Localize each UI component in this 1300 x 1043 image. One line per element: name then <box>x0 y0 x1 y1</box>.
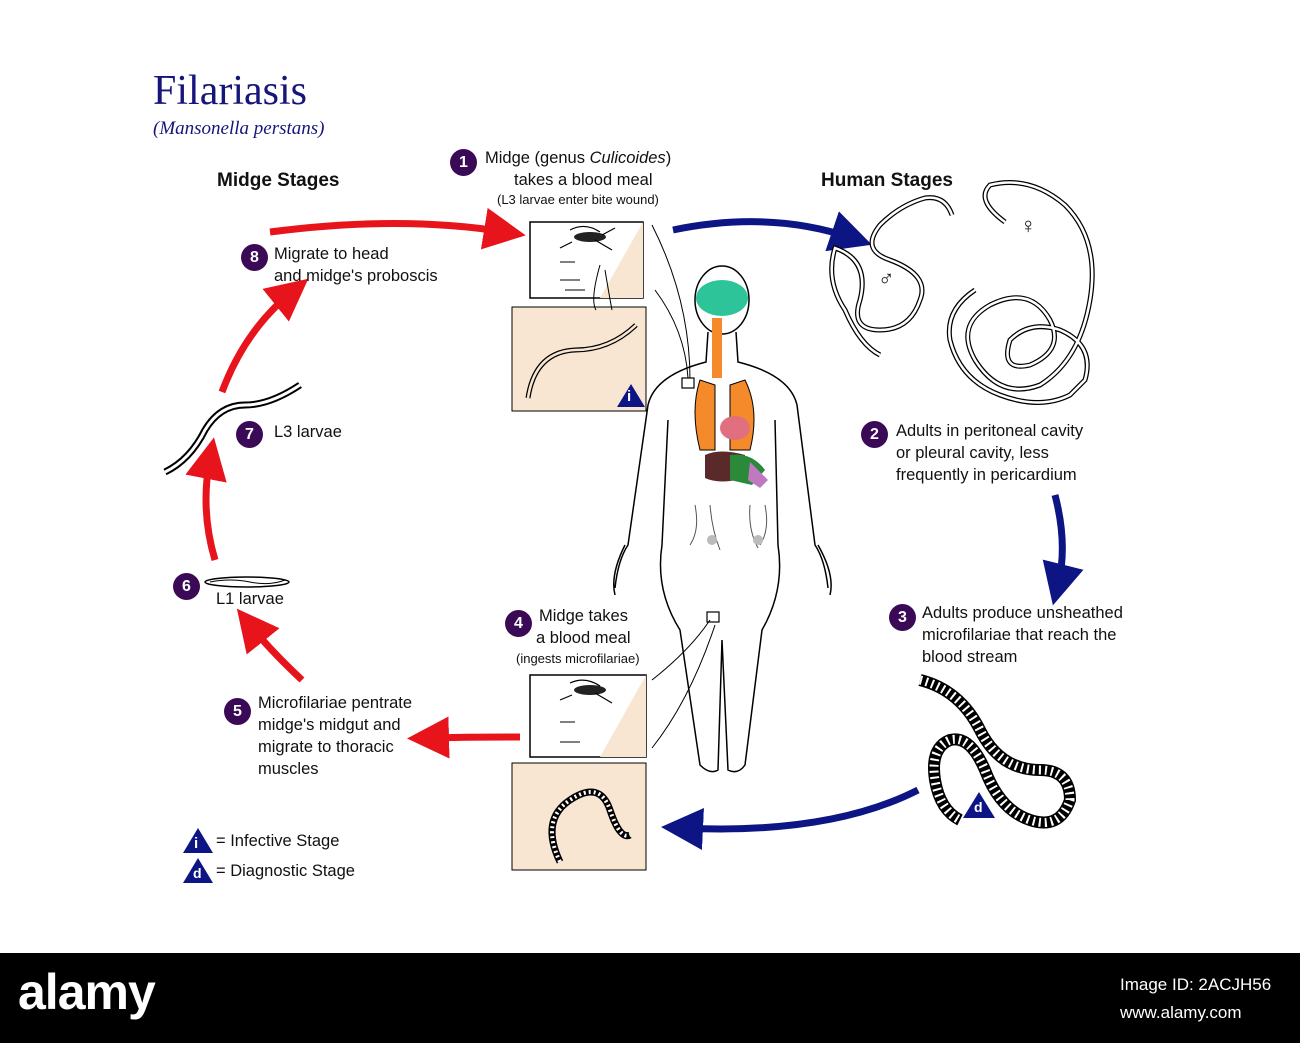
legend-infective-symbol: i <box>194 835 199 852</box>
step-4-line1: Midge takes <box>539 607 628 625</box>
step-7-label: L3 larvae <box>274 423 342 441</box>
step-4-note: (ingests microfilariae) <box>516 651 640 666</box>
step-5-line2: midge's midgut and <box>258 716 401 734</box>
step-2-line2: or pleural cavity, less <box>896 444 1049 462</box>
image-id-text: Image ID: 2ACJH56 <box>1120 975 1272 994</box>
microfilaria-bloodstream <box>918 674 1077 829</box>
step-8-number: 8 <box>241 244 268 271</box>
midge-bite-panel-top <box>529 221 644 299</box>
step-3-line2: microfilariae that reach the <box>922 626 1117 644</box>
step-3-line3: blood stream <box>922 648 1018 666</box>
step-7-number: 7 <box>236 421 263 448</box>
arrow-6-to-7 <box>185 437 227 562</box>
step-6-label: L1 larvae <box>216 590 284 608</box>
diagram-subtitle: (Mansonella perstans) <box>153 118 325 139</box>
step-8-line1: Migrate to head <box>274 245 389 263</box>
step-1-label-line2: takes a blood meal <box>514 171 653 189</box>
diagnostic-marker-label: d <box>974 799 983 815</box>
step-1-note: (L3 larvae enter bite wound) <box>497 192 659 207</box>
step-5-number: 5 <box>224 698 251 725</box>
step-6-number: 6 <box>173 573 200 600</box>
diagnostic-stage-marker <box>963 792 995 818</box>
step-1-number: 1 <box>450 149 477 176</box>
midge-bite-panel-bottom <box>529 674 647 758</box>
l3-larva-panel <box>511 306 647 412</box>
arrow-2-to-3 <box>1042 494 1084 606</box>
infective-stage-marker <box>617 384 645 407</box>
legend-diagnostic-icon <box>183 858 213 883</box>
adult-male-worm-inner <box>830 196 954 357</box>
life-cycle-diagram <box>163 180 1095 883</box>
l1-larva <box>204 576 290 588</box>
step-2-number: 2 <box>861 421 888 448</box>
step-2-line1: Adults in peritoneal cavity <box>896 422 1084 440</box>
infective-marker-label: i <box>627 388 632 405</box>
step-4-line2: a blood meal <box>536 629 631 647</box>
step-1-label: Midge (genus Culicoides) <box>485 149 672 167</box>
step-8-line2: and midge's proboscis <box>274 267 438 285</box>
step-5-line1: Microfilariae pentrate <box>258 694 413 712</box>
human-organs <box>681 280 768 623</box>
arrow-5-to-6 <box>236 608 305 683</box>
watermark-banner <box>0 953 1300 1043</box>
diagram-title: Filariasis <box>153 68 307 114</box>
female-symbol: ♀ <box>1020 213 1037 238</box>
human-stages-heading: Human Stages <box>821 170 953 191</box>
step-2-line3: frequently in pericardium <box>896 466 1077 484</box>
arrow-3-to-4 <box>661 786 920 850</box>
legend-infective-label: = Infective Stage <box>216 832 340 850</box>
brand-logo: alamy <box>18 964 156 1020</box>
adult-female-worm-inner <box>948 181 1094 404</box>
step-4-number: 4 <box>505 610 532 637</box>
step-3-line1: Adults produce unsheathed <box>922 604 1123 622</box>
male-symbol: ♂ <box>878 266 895 291</box>
arrow-4-to-5 <box>407 716 521 759</box>
step-5-line4: muscles <box>258 760 319 778</box>
arrow-7-to-8 <box>218 278 309 394</box>
legend-diagnostic-symbol: d <box>193 865 202 881</box>
midge-stages-heading: Midge Stages <box>217 170 340 191</box>
arrow-1-to-2 <box>672 211 872 252</box>
legend-diagnostic-label: = Diagnostic Stage <box>216 862 355 880</box>
legend-infective-icon <box>183 828 213 853</box>
l3-larva-midge <box>163 382 302 476</box>
site-url-text: www.alamy.com <box>1120 1003 1242 1022</box>
step-5-line3: migrate to thoracic <box>258 738 394 756</box>
step-3-number: 3 <box>889 604 916 631</box>
microfilaria-panel-bottom <box>511 762 647 871</box>
arrow-8-to-1 <box>269 207 526 250</box>
